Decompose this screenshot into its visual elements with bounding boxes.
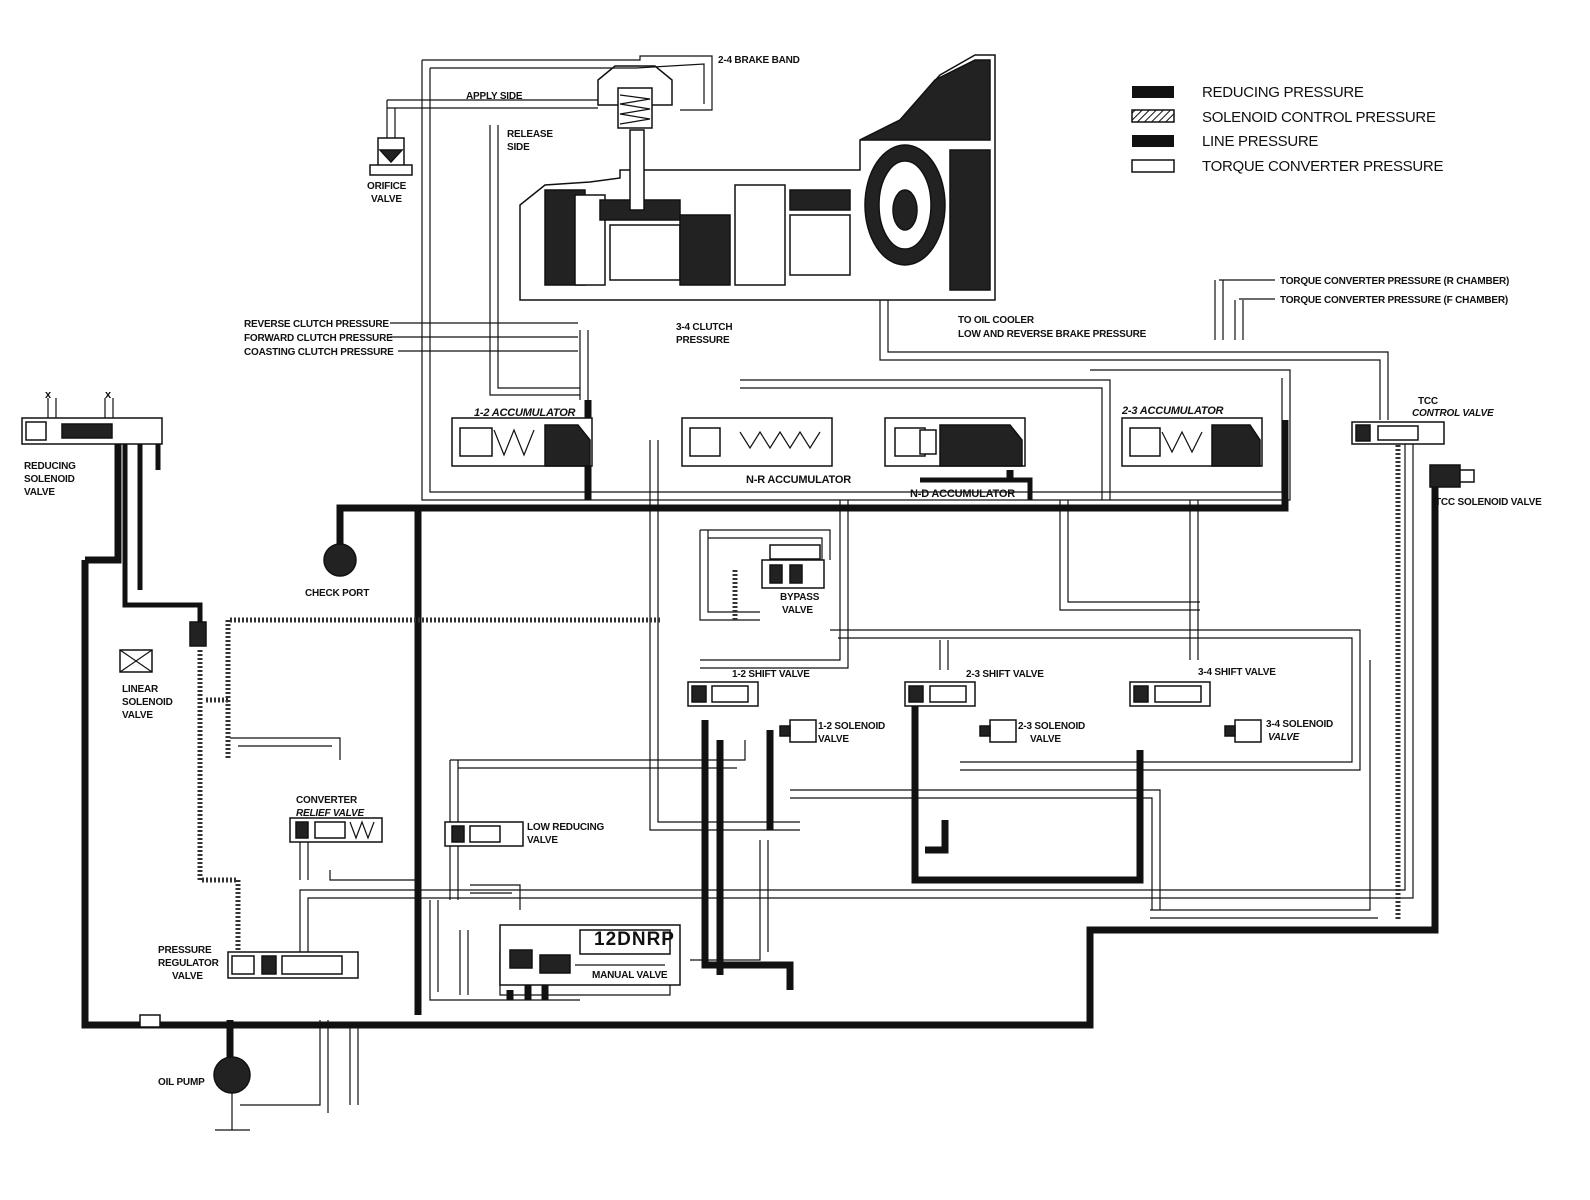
label-manual-valve: MANUAL VALVE [592,970,668,981]
legend-label-converter: TORQUE CONVERTER PRESSURE [1202,158,1443,175]
exhaust-mark-2: x [105,389,112,401]
oil-pump [139,1014,251,1131]
label-pressure-regulator-1: PRESSURE [158,945,212,956]
label-solenoid-1-2-1: 1-2 SOLENOID [818,721,885,732]
label-oil-pump: OIL PUMP [158,1077,205,1088]
label-accumulator-n-r: N-R ACCUMULATOR [746,474,851,486]
label-reducing-solenoid-3: VALVE [24,487,55,498]
label-accumulator-2-3: 2-3 ACCUMULATOR [1121,405,1224,417]
label-shift-2-3: 2-3 SHIFT VALVE [966,669,1044,680]
accumulator-n-r [681,417,833,467]
label-pressure-regulator-2: REGULATOR [158,958,220,969]
reducing-solenoid-valve: x x [21,389,163,445]
accumulator-1-2 [451,417,593,467]
shift-valve-3-4 [1129,681,1262,743]
bypass-valve [761,544,825,589]
label-orifice-valve-1: ORIFICE [367,181,407,192]
label-tcc-control-1: TCC [1418,396,1438,407]
label-pressure-regulator-3: VALVE [172,971,203,982]
label-check-port: CHECK PORT [305,588,369,599]
label-forward-clutch: FORWARD CLUTCH PRESSURE [244,333,393,344]
shift-valve-2-3 [904,681,1017,743]
label-reducing-solenoid-1: REDUCING [24,461,76,472]
label-low-reverse-brake: LOW AND REVERSE BRAKE PRESSURE [958,329,1147,340]
label-solenoid-1-2-2: VALVE [818,734,849,745]
shift-valve-1-2 [687,681,817,743]
label-brake-band: 2-4 BRAKE BAND [718,55,800,66]
check-port [323,515,357,577]
label-tcc-control-2: CONTROL VALVE [1412,408,1494,419]
tcc-solenoid-valve [1429,464,1475,488]
label-tcp-r-chamber: TORQUE CONVERTER PRESSURE (R CHAMBER) [1280,276,1509,287]
label-reverse-clutch: REVERSE CLUTCH PRESSURE [244,319,389,330]
reducing-pressure-circuit [122,440,1033,640]
label-solenoid-3-4-2: VALVE [1268,732,1300,743]
exhaust-mark-1: x [45,389,52,401]
solenoid-control-circuit [197,445,1401,950]
torque-converter-circuit [230,55,1414,1113]
label-linear-2: SOLENOID [122,697,173,708]
legend-swatch-reducing [1132,86,1174,98]
legend-label-reducing: REDUCING PRESSURE [1202,84,1364,101]
accumulator-n-d [884,417,1026,467]
label-solenoid-2-3-2: VALVE [1030,734,1061,745]
line-pressure-circuit [81,400,1439,1060]
label-clutch34-1: 3-4 CLUTCH [676,322,732,333]
legend-label-solenoid: SOLENOID CONTROL PRESSURE [1202,109,1436,126]
converter-relief-valve [289,817,383,843]
label-accumulator-n-d: N-D ACCUMULATOR [910,488,1015,500]
label-converter-relief-2: RELIEF VALVE [296,808,365,819]
label-converter-relief-1: CONVERTER [296,795,358,806]
label-linear-1: LINEAR [122,684,159,695]
label-linear-3: VALVE [122,710,153,721]
label-solenoid-2-3-1: 2-3 SOLENOID [1018,721,1085,732]
low-reducing-valve [444,821,524,847]
label-accumulator-1-2: 1-2 ACCUMULATOR [474,407,576,419]
legend-swatch-solenoid [1131,109,1175,123]
label-release-side-1: RELEASE [507,129,553,140]
label-release-side-2: SIDE [507,142,530,153]
label-oil-cooler: TO OIL COOLER [958,315,1035,326]
label-shift-1-2: 1-2 SHIFT VALVE [732,669,810,680]
linear-solenoid-valve [119,621,207,673]
label-coasting-clutch: COASTING CLUTCH PRESSURE [244,347,394,358]
label-tcc-solenoid: TCC SOLENOID VALVE [1435,497,1542,508]
label-low-reducing-1: LOW REDUCING [527,822,604,833]
label-shift-3-4: 3-4 SHIFT VALVE [1198,667,1276,678]
legend-label-line: LINE PRESSURE [1202,133,1318,150]
manual-valve [499,924,681,986]
orifice-valve [369,137,413,176]
label-manual-positions: 12DNRP [594,929,675,950]
legend-swatch-line [1132,135,1174,147]
accumulator-2-3 [1121,417,1263,467]
tcc-control-valve [1351,421,1445,445]
pressure-regulator-valve [227,951,359,979]
transmission-cross-section [519,54,996,301]
label-bypass-2: VALVE [782,605,813,616]
label-clutch34-2: PRESSURE [676,335,730,346]
label-solenoid-3-4-1: 3-4 SOLENOID [1266,719,1333,730]
label-low-reducing-2: VALVE [527,835,558,846]
label-apply-side: APPLY SIDE [466,91,523,102]
label-orifice-valve-2: VALVE [371,194,402,205]
label-tcp-f-chamber: TORQUE CONVERTER PRESSURE (F CHAMBER) [1280,295,1508,306]
label-bypass-1: BYPASS [780,592,820,603]
legend: REDUCING PRESSURE SOLENOID CONTROL PRESS… [1131,84,1444,175]
label-reducing-solenoid-2: SOLENOID [24,474,75,485]
legend-swatch-converter [1131,159,1175,173]
labels: 2-4 BRAKE BAND APPLY SIDE RELEASE SIDE O… [24,55,1542,1088]
